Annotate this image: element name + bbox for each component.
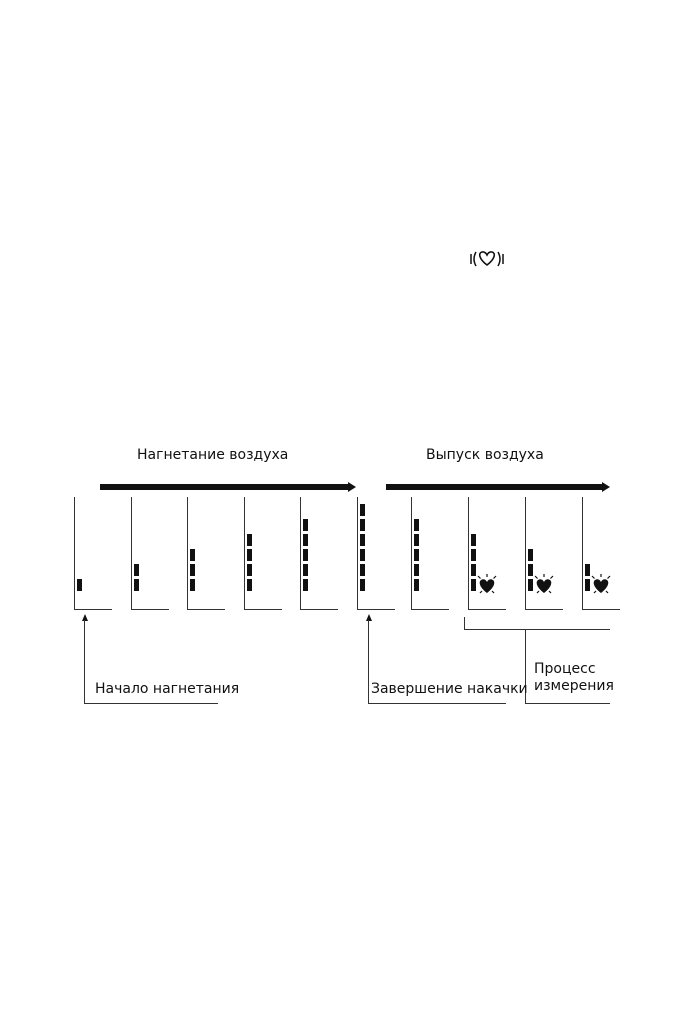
phase-label-deflation: Выпуск воздуха <box>426 447 544 463</box>
pressure-bar-segment <box>360 564 365 576</box>
heartbeat-icon <box>589 573 613 597</box>
panel-axis-vertical <box>582 497 583 610</box>
pressure-bar-segment <box>303 534 308 546</box>
panel-axis-horizontal <box>300 609 338 610</box>
pressure-bar-segment <box>585 579 590 591</box>
pressure-bar-segment <box>414 579 419 591</box>
panel-axis-vertical <box>74 497 75 610</box>
pressure-bar-segment <box>360 519 365 531</box>
pressure-bar-segment <box>360 504 365 516</box>
panel-axis-vertical <box>525 497 526 610</box>
pressure-bar-segment <box>134 579 139 591</box>
pressure-bar-segment <box>414 549 419 561</box>
pressure-bar-segment <box>77 579 82 591</box>
pressure-bar-segment <box>528 564 533 576</box>
annotation-measuring: Процесс измерения <box>534 661 614 694</box>
pressure-bar-segment <box>247 579 252 591</box>
pressure-bar-segment <box>190 549 195 561</box>
pressure-bar-segment <box>303 564 308 576</box>
pressure-bar-segment <box>471 564 476 576</box>
panel-axis-vertical <box>468 497 469 610</box>
annotation-inflation-end: Завершение накачки <box>371 681 528 697</box>
panel-axis-horizontal <box>244 609 282 610</box>
panel-axis-horizontal <box>525 609 563 610</box>
pressure-bar-segment <box>134 564 139 576</box>
panel-axis-horizontal <box>468 609 506 610</box>
pulse-heart-icon <box>469 249 505 269</box>
pressure-bar-segment <box>247 534 252 546</box>
pressure-bar-segment <box>471 534 476 546</box>
panel-axis-vertical <box>300 497 301 610</box>
pressure-bar-segment <box>190 579 195 591</box>
pressure-bar-segment <box>471 579 476 591</box>
pressure-bar-segment <box>303 579 308 591</box>
panel-axis-vertical <box>131 497 132 610</box>
pressure-bar-segment <box>247 564 252 576</box>
pressure-bar-segment <box>303 549 308 561</box>
pressure-bar-segment <box>360 579 365 591</box>
pressure-bar-segment <box>360 549 365 561</box>
phase-label-inflation: Нагнетание воздуха <box>137 447 289 463</box>
pressure-bar-segment <box>528 579 533 591</box>
panel-axis-horizontal <box>131 609 169 610</box>
panel-axis-vertical <box>244 497 245 610</box>
pressure-bar-segment <box>585 564 590 576</box>
panel-axis-vertical <box>187 497 188 610</box>
pressure-bar-segment <box>247 549 252 561</box>
pressure-bar-segment <box>414 534 419 546</box>
pressure-bar-segment <box>190 564 195 576</box>
panel-axis-horizontal <box>74 609 112 610</box>
pressure-bar-segment <box>360 534 365 546</box>
panel-axis-horizontal <box>411 609 449 610</box>
pressure-bar-segment <box>303 519 308 531</box>
panel-axis-horizontal <box>582 609 620 610</box>
panel-axis-horizontal <box>357 609 395 610</box>
pressure-bar-segment <box>414 564 419 576</box>
panel-axis-horizontal <box>187 609 225 610</box>
pressure-bar-segment <box>528 549 533 561</box>
heartbeat-icon <box>532 573 556 597</box>
panel-axis-vertical <box>411 497 412 610</box>
annotation-inflation-start: Начало нагнетания <box>95 681 240 697</box>
panel-axis-vertical <box>357 497 358 610</box>
pressure-bar-segment <box>471 549 476 561</box>
heartbeat-icon <box>475 573 499 597</box>
pressure-bar-segment <box>414 519 419 531</box>
